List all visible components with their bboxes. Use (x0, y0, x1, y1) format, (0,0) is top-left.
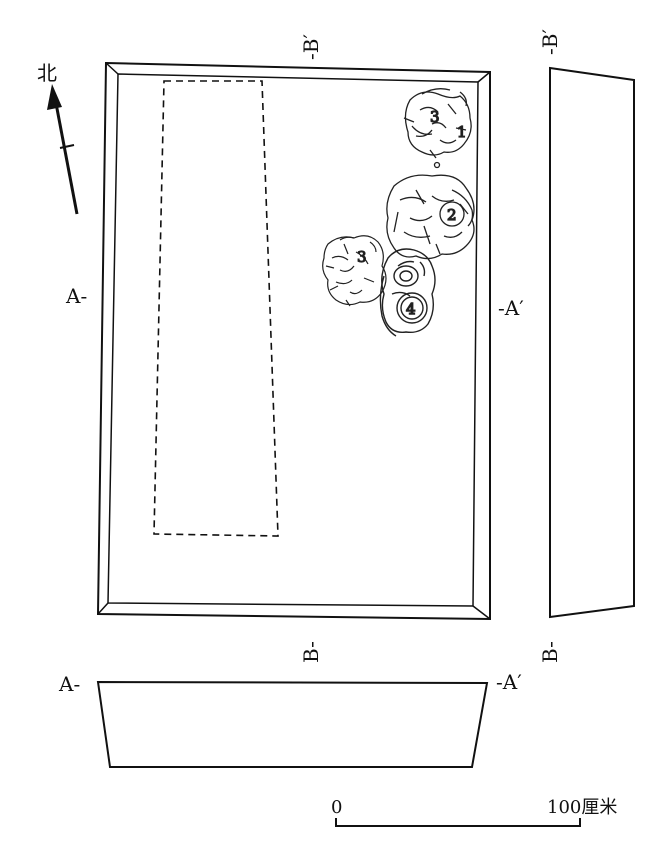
section-a-profile (96, 680, 489, 768)
section-b-profile (549, 66, 635, 619)
artifact-number-3: 3 (357, 248, 367, 266)
label-b-side-bottom: B- (538, 641, 562, 663)
artifact-number-3-upper: 3 (430, 108, 440, 126)
north-label: 北 (37, 61, 57, 85)
label-b-side-top: -B′ (538, 29, 562, 55)
artifact-cluster-1: 3 1 (403, 88, 472, 169)
coffin-outline-dashed (153, 80, 279, 537)
tomb-pit-plan (96, 61, 491, 621)
artifact-cluster-4: 4 (379, 248, 436, 337)
artifact-number-4: 4 (406, 300, 416, 318)
label-b-bottom: B- (299, 641, 323, 663)
label-a-section-right: -A′ (496, 670, 522, 694)
artifact-cluster-2: 2 (386, 174, 475, 260)
scale-bar (335, 818, 581, 827)
label-a-section-left: A- (58, 672, 80, 696)
scale-start-label: 0 (331, 797, 342, 818)
artifact-number-1: 1 (457, 123, 467, 141)
artifact-number-2: 2 (447, 206, 457, 224)
label-a-right: -A′ (498, 296, 524, 320)
label-a-left: A- (65, 284, 87, 308)
north-arrow: 北 (37, 61, 79, 215)
label-b-top: -B′ (299, 34, 323, 60)
scale-end-label: 100厘米 (547, 797, 617, 818)
artifact-cluster-3: 3 (322, 235, 387, 307)
